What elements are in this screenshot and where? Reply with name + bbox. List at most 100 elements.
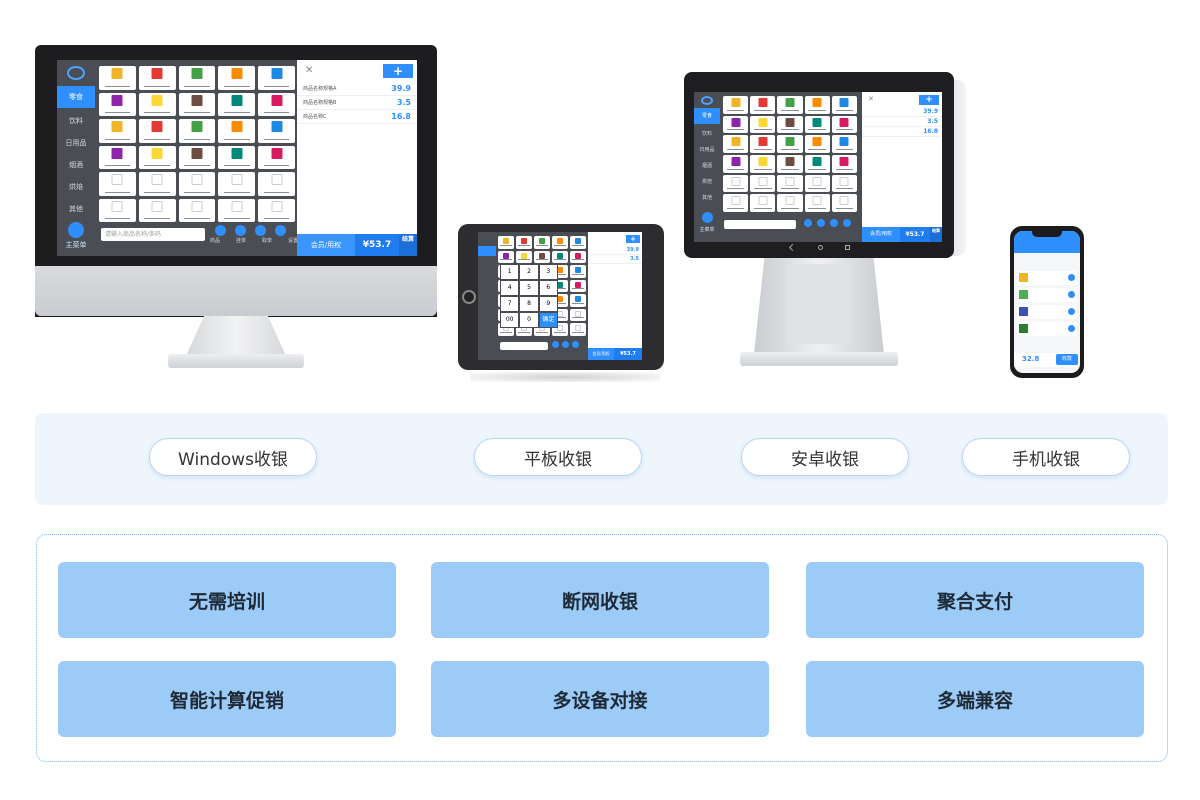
tool-button[interactable] [235, 225, 246, 236]
product-tile[interactable] [831, 96, 857, 114]
tool-button[interactable] [552, 341, 559, 348]
nav-recent-icon[interactable] [845, 244, 850, 250]
stepper-icon[interactable] [1068, 291, 1075, 298]
product-tile[interactable] [804, 115, 830, 134]
product-tile[interactable] [777, 174, 803, 193]
product-tile[interactable] [750, 194, 776, 212]
product-tile[interactable] [178, 66, 216, 90]
settle-button[interactable]: 结算 [399, 234, 417, 256]
sidebar-item[interactable]: 烟酒 [701, 163, 712, 169]
product-tile[interactable] [516, 236, 532, 249]
product-tile[interactable] [723, 96, 749, 114]
product-tile[interactable] [258, 172, 295, 196]
product-tile[interactable] [258, 145, 295, 169]
product-tile[interactable] [804, 96, 830, 114]
close-icon[interactable]: ✕ [305, 65, 314, 76]
product-tile[interactable] [831, 154, 857, 173]
tool-button[interactable] [562, 341, 569, 348]
product-tile[interactable] [750, 135, 776, 153]
add-button[interactable]: + [383, 64, 413, 78]
list-item[interactable] [1017, 305, 1077, 319]
menu-icon[interactable] [702, 212, 713, 223]
keypad-key[interactable]: 7 [501, 297, 519, 311]
product-tile[interactable] [258, 66, 295, 90]
product-tile[interactable] [777, 96, 803, 114]
main-menu-label[interactable]: 主菜单 [65, 241, 87, 249]
product-tile[interactable] [258, 198, 295, 222]
sidebar-item[interactable]: 零食 [57, 86, 95, 108]
list-item[interactable] [1017, 322, 1077, 336]
product-tile[interactable] [570, 250, 586, 264]
product-tile[interactable] [218, 145, 256, 169]
product-tile[interactable] [178, 119, 216, 143]
product-tile[interactable] [570, 294, 586, 307]
sidebar-item[interactable]: 其他 [701, 195, 712, 201]
product-tile[interactable] [178, 92, 216, 116]
product-tile[interactable] [516, 250, 532, 264]
product-tile[interactable] [777, 135, 803, 153]
product-tile[interactable] [552, 250, 568, 264]
keypad-key[interactable]: 4 [501, 281, 519, 295]
product-tile[interactable] [750, 115, 776, 134]
nav-home-icon[interactable] [817, 244, 823, 250]
product-tile[interactable] [258, 92, 295, 116]
product-tile[interactable] [723, 154, 749, 173]
sidebar-item[interactable]: 零食 [694, 108, 720, 124]
cart-row[interactable]: 商品名称规格B 3.5 [297, 96, 417, 110]
product-tile[interactable] [218, 198, 256, 222]
product-tile[interactable] [723, 135, 749, 153]
cart-row[interactable]: 16.8 [862, 127, 942, 137]
cart-row[interactable]: 商品名称规格A 39.9 [297, 82, 417, 96]
cart-row[interactable]: 商品名称C 16.8 [297, 110, 417, 124]
tool-button[interactable] [843, 219, 851, 227]
product-tile[interactable] [99, 119, 136, 143]
product-tile[interactable] [178, 198, 216, 222]
product-tile[interactable] [99, 92, 136, 116]
cart-row[interactable]: 3.5 [588, 255, 642, 264]
product-tile[interactable] [138, 172, 176, 196]
sidebar-item[interactable]: 饮料 [701, 131, 712, 137]
product-tile[interactable] [831, 115, 857, 134]
stepper-icon[interactable] [1068, 308, 1075, 315]
product-tile[interactable] [99, 172, 136, 196]
product-tile[interactable] [178, 145, 216, 169]
product-tile[interactable] [534, 236, 550, 249]
product-tile[interactable] [218, 172, 256, 196]
tool-button[interactable] [817, 219, 825, 227]
sidebar-item[interactable]: 烘焙 [69, 183, 83, 191]
product-tile[interactable] [570, 265, 586, 278]
sidebar-item[interactable] [478, 246, 496, 256]
product-tile[interactable] [178, 172, 216, 196]
sidebar-item[interactable]: 烟酒 [69, 161, 83, 169]
close-icon[interactable]: ✕ [868, 95, 874, 103]
cart-row[interactable]: 39.9 [862, 107, 942, 117]
product-tile[interactable] [723, 115, 749, 134]
product-tile[interactable] [498, 250, 514, 264]
add-button[interactable]: + [626, 235, 640, 243]
product-tile[interactable] [138, 145, 176, 169]
product-tile[interactable] [570, 236, 586, 249]
member-button[interactable]: 会员/用权 [297, 234, 355, 256]
product-tile[interactable] [570, 323, 586, 336]
keypad-key[interactable]: 3 [539, 265, 557, 279]
tool-button[interactable] [804, 219, 812, 227]
keypad-key[interactable]: 9 [539, 297, 557, 311]
product-tile[interactable] [804, 135, 830, 153]
product-tile[interactable] [831, 135, 857, 153]
keypad-key[interactable]: 8 [520, 297, 538, 311]
product-tile[interactable] [804, 154, 830, 173]
sidebar-item[interactable]: 其他 [69, 205, 83, 213]
keypad-key[interactable]: 00 [501, 313, 519, 327]
list-item[interactable] [1017, 288, 1077, 302]
product-tile[interactable] [99, 145, 136, 169]
tool-button[interactable] [215, 225, 226, 236]
menu-icon[interactable] [68, 222, 84, 238]
keypad-key[interactable]: 0 [520, 313, 538, 327]
product-tile[interactable] [804, 174, 830, 193]
sidebar-item[interactable]: 烘焙 [701, 179, 712, 185]
product-tile[interactable] [138, 92, 176, 116]
product-tile[interactable] [570, 308, 586, 322]
stepper-icon[interactable] [1068, 274, 1075, 281]
keypad-key[interactable]: 1 [501, 265, 519, 279]
product-tile[interactable] [750, 96, 776, 114]
